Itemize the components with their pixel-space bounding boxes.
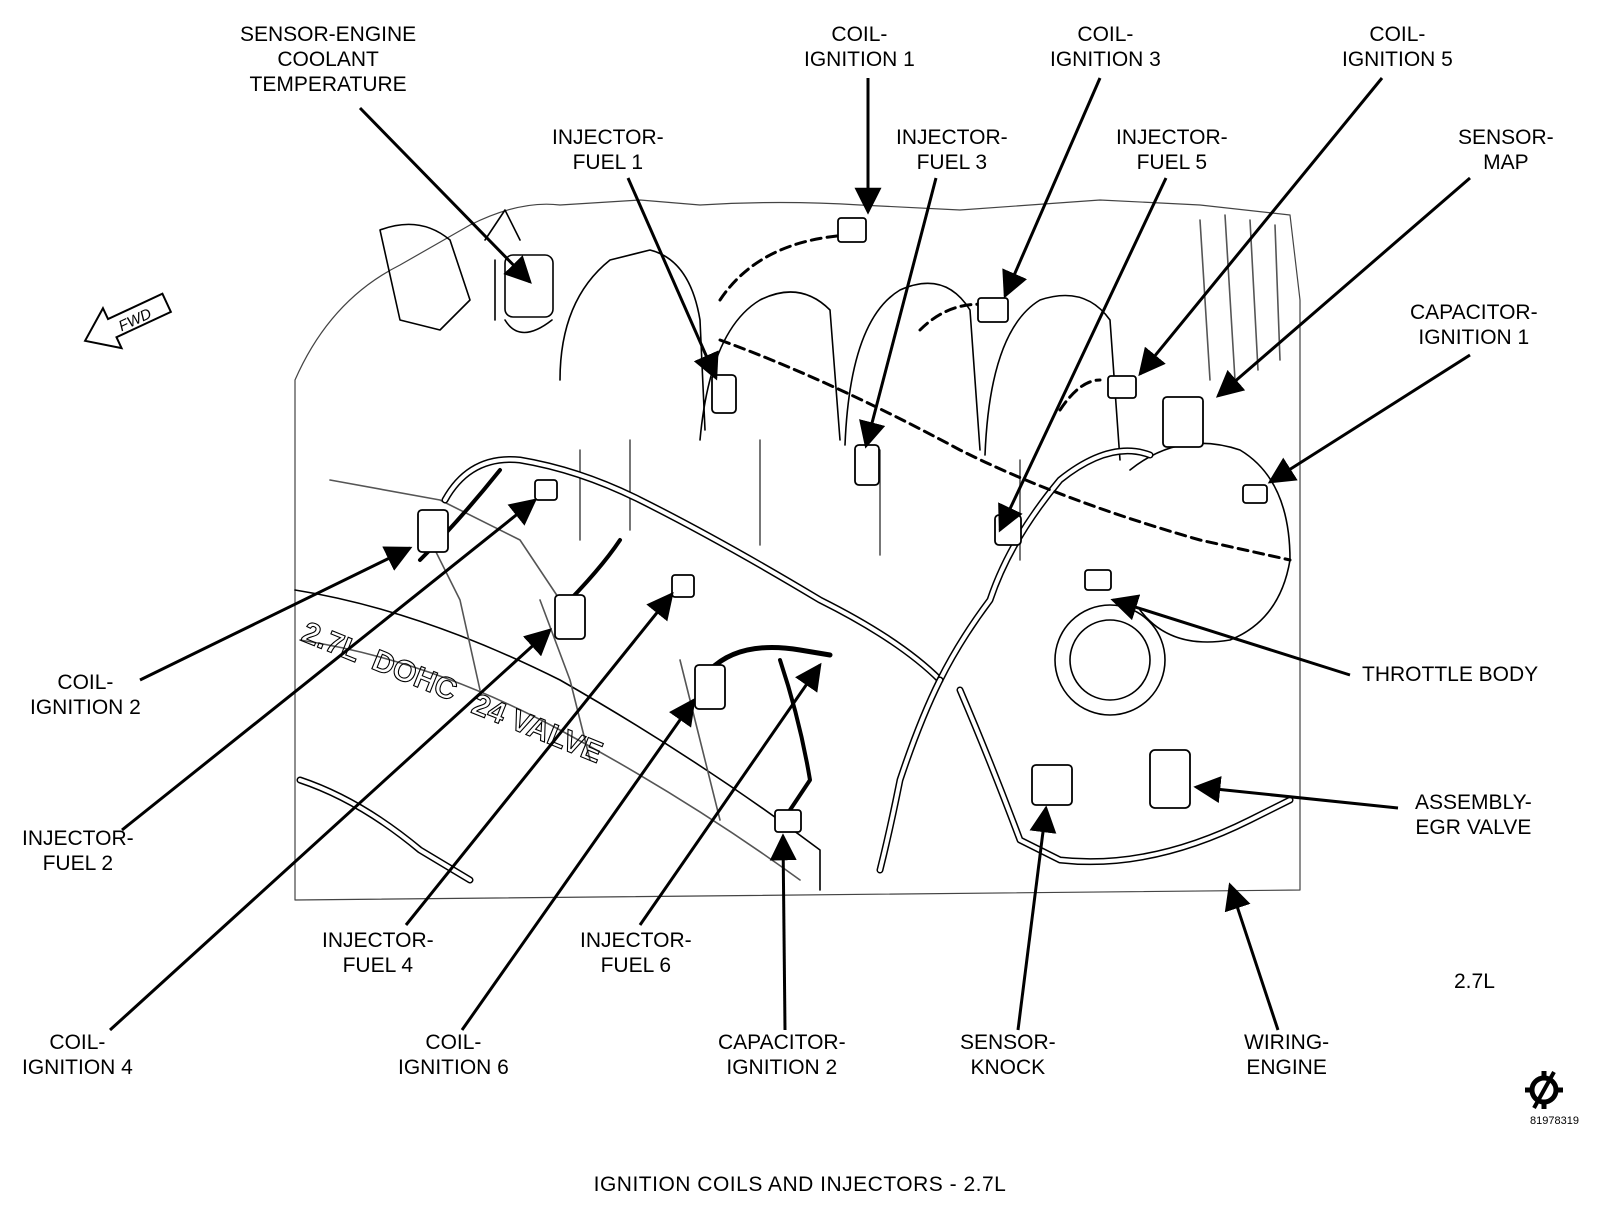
svg-text:DOHC: DOHC [367,644,461,708]
connector-coil-4 [554,594,586,640]
connector-egr-valve [1149,749,1191,809]
label-injector-fuel-6: INJECTOR-FUEL 6 [580,929,692,977]
label-coil-ignition-6: COIL-IGNITION 6 [398,1031,509,1079]
connector-injector-5 [994,514,1022,546]
connector-coil-3 [977,297,1009,323]
label-injector-fuel-2: INJECTOR-FUEL 2 [22,827,134,875]
label-coil-ignition-1: COIL-IGNITION 1 [804,23,915,71]
label-injector-fuel-5: INJECTOR-FUEL 5 [1116,126,1228,174]
connector-map-sensor [1162,396,1204,448]
forward-arrow-icon: FWD [83,292,173,350]
leader-lines [108,77,1471,1032]
figure-caption: IGNITION COILS AND INJECTORS - 2.7L [593,1173,1007,1196]
connector-injector-4 [671,574,695,598]
engine-variant-label: 2.7L [1454,970,1495,993]
connector-injector-2 [534,479,558,501]
label-wiring-engine: WIRING-ENGINE [1244,1031,1330,1079]
connector-injector-1 [711,374,737,414]
label-capacitor-ignition-1: CAPACITOR-IGNITION 1 [1410,301,1538,349]
figure-id: 81978319 [1530,1115,1579,1127]
connector-capacitor-1 [1242,484,1268,504]
label-injector-fuel-4: INJECTOR-FUEL 4 [322,929,434,977]
label-injector-fuel-1: INJECTOR-FUEL 1 [552,126,664,174]
label-coil-ignition-5: COIL-IGNITION 5 [1342,23,1453,71]
label-sensor-knock: SENSOR-KNOCK [960,1031,1056,1079]
connector-coil-2 [417,509,449,553]
label-coil-ignition-3: COIL-IGNITION 3 [1050,23,1161,71]
connector-coil-1 [837,217,867,243]
label-throttle-body: THROTTLE BODY [1362,663,1539,686]
label-coil-ignition-4: COIL-IGNITION 4 [22,1031,133,1079]
connector-capacitor-2 [774,809,802,833]
connector-coil-5 [1107,375,1137,399]
engine-line-art [294,199,1301,901]
connector-injector-3 [854,444,880,486]
label-assembly-egr-valve: ASSEMBLY-EGR VALVE [1415,791,1532,839]
label-injector-fuel-3: INJECTOR-FUEL 3 [896,126,1008,174]
connectors [417,217,1268,833]
connector-throttle-body [1084,569,1112,591]
connector-coil-6 [694,664,726,710]
connector-knock-sensor [1031,764,1073,806]
label-capacitor-ignition-2: CAPACITOR-IGNITION 2 [718,1031,846,1079]
gear-with-slash-icon [1525,1071,1563,1109]
label-coil-ignition-2: COIL-IGNITION 2 [30,671,141,719]
label-sensor-map: SENSOR-MAP [1458,126,1554,174]
